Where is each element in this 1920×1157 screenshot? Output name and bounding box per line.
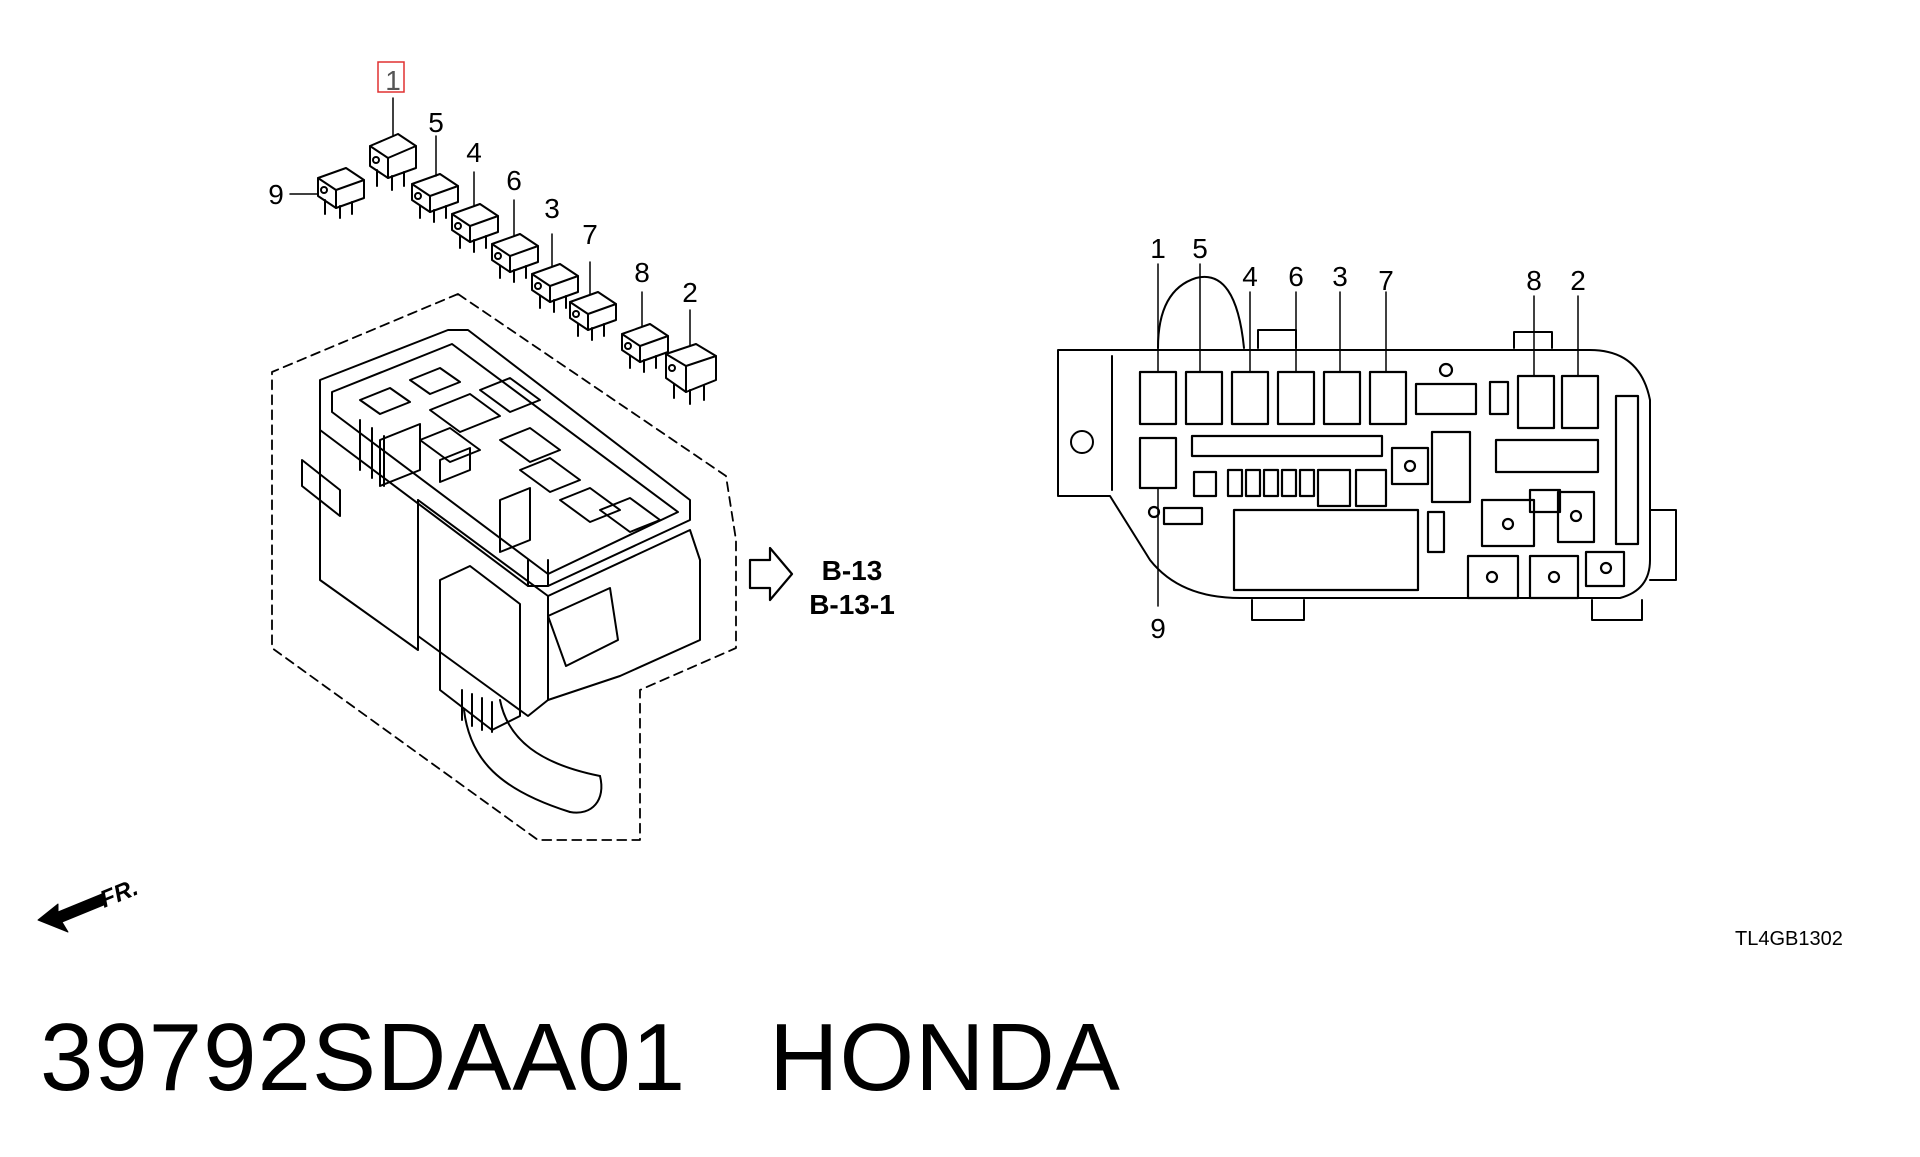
right-callout-1[interactable]: 1: [1150, 233, 1166, 264]
relay-8[interactable]: [621, 323, 669, 373]
left-callout-6[interactable]: 6: [506, 165, 522, 196]
brand-name: HONDA: [769, 1004, 1121, 1111]
relay-5[interactable]: [411, 173, 459, 223]
right-callout-3[interactable]: 3: [1332, 261, 1348, 292]
left-callout-3[interactable]: 3: [544, 193, 560, 224]
right-callout-6[interactable]: 6: [1288, 261, 1304, 292]
right-callout-2[interactable]: 2: [1570, 265, 1586, 296]
dashed-boundary: [271, 293, 737, 841]
left-callout-9[interactable]: 9: [268, 179, 284, 210]
fuse-box-body[interactable]: [301, 329, 701, 731]
right-callout-7[interactable]: 7: [1378, 265, 1394, 296]
reference-label-b13[interactable]: B-13: [822, 555, 883, 586]
left-callout-2[interactable]: 2: [682, 277, 698, 308]
right-leader-lines: [1157, 263, 1579, 607]
right-callout-8[interactable]: 8: [1526, 265, 1542, 296]
relay-3[interactable]: [531, 263, 579, 313]
right-callout-9[interactable]: 9: [1150, 613, 1166, 644]
front-arrow-icon: [37, 893, 107, 933]
reference-label-b13-1[interactable]: B-13-1: [809, 589, 895, 620]
part-number-heading: 39792SDAA01 HONDA: [40, 1010, 1121, 1106]
relay-6[interactable]: [491, 233, 539, 283]
relay-7[interactable]: [569, 291, 617, 341]
relay-9[interactable]: [317, 167, 365, 219]
wire-harness: [461, 689, 603, 814]
left-callout-7[interactable]: 7: [582, 219, 598, 250]
right-callout-4[interactable]: 4: [1242, 261, 1258, 292]
part-number: 39792SDAA01: [40, 1004, 687, 1111]
highlight-box: [377, 61, 405, 93]
left-callout-5[interactable]: 5: [428, 107, 444, 138]
left-callout-8[interactable]: 8: [634, 257, 650, 288]
reference-arrow: [748, 546, 794, 602]
right-callout-5[interactable]: 5: [1192, 233, 1208, 264]
title-spacer: [686, 1004, 769, 1111]
relay-2[interactable]: [665, 343, 717, 405]
fuse-box-top-view[interactable]: [1057, 275, 1677, 621]
left-callout-4[interactable]: 4: [466, 137, 482, 168]
relay-1[interactable]: [369, 133, 417, 191]
left-callout-1[interactable]: 1: [385, 65, 401, 96]
diagram-code: TL4GB1302: [1735, 928, 1843, 950]
right-fuse-slots: [1138, 362, 1640, 600]
left-leader-lines: [289, 97, 691, 347]
relay-4[interactable]: [451, 203, 499, 253]
front-label: FR.: [96, 874, 142, 914]
